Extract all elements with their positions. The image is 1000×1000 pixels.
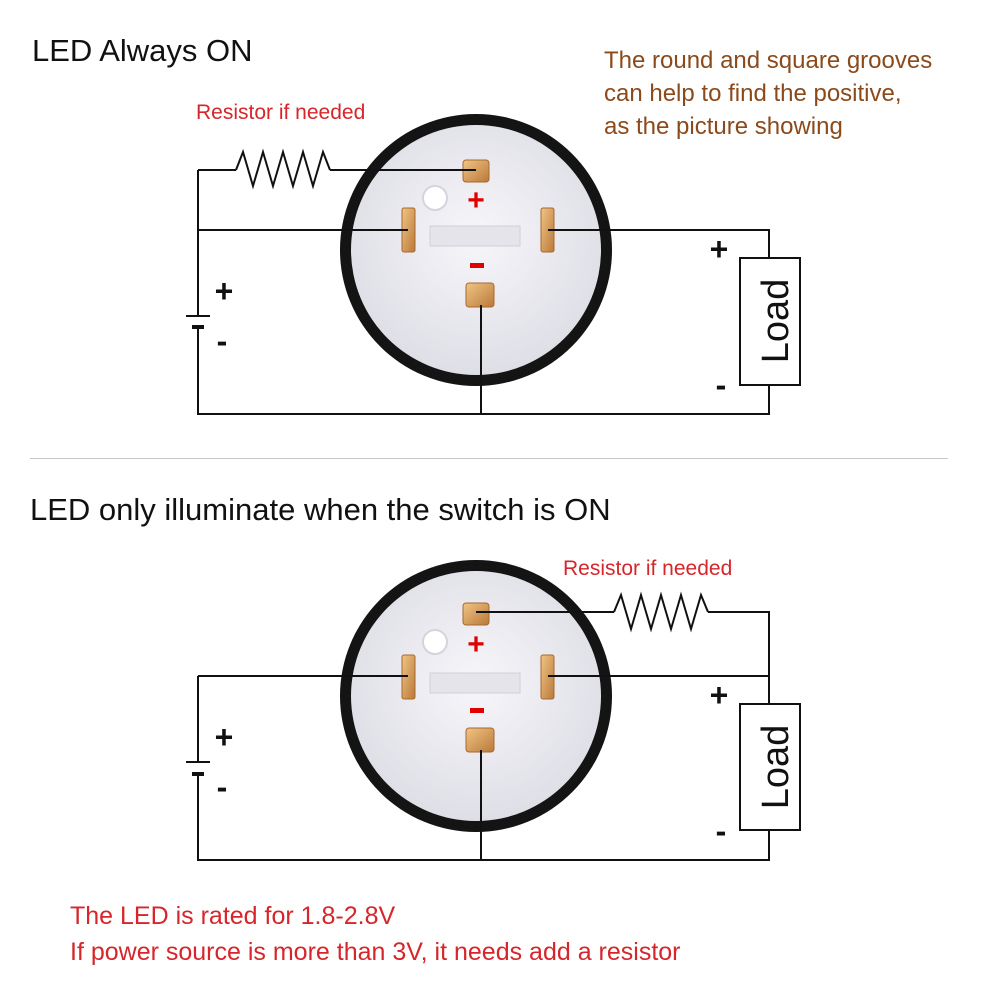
battery-top [186,315,210,329]
section-title-switch-on: LED only illuminate when the switch is O… [30,492,611,527]
battery-bottom [186,761,210,776]
groove-note-line-2: can help to find the positive, [604,80,902,107]
load-plus-top: + [710,231,729,267]
groove-note-line-3: as the picture showing [604,113,843,140]
wires-top [197,148,770,415]
voltage-warning-line-2: If power source is more than 3V, it need… [70,938,681,966]
load-label-top: Load [755,279,797,364]
terminal-led-minus-top [465,282,495,308]
voltage-warning: The LED is rated for 1.8-2.8V If power s… [70,898,681,970]
square-groove-bottom [429,672,521,694]
switch-body-bottom: + [340,560,612,832]
terminal-led-minus-bottom [465,727,495,753]
square-groove-top [429,225,521,247]
led-minus-mark-bottom [470,708,484,713]
load-plus-bottom: + [710,677,729,713]
led-plus-mark-top: + [467,184,485,217]
round-groove-top [422,185,448,211]
battery-minus-bottom: - [217,769,228,805]
load-box-top [739,257,801,386]
resistor-label-bottom: Resistor if needed [563,557,733,580]
groove-note: The round and square grooves can help to… [604,44,932,143]
battery-plus-bottom: + [215,719,234,755]
resistor-label-top: Resistor if needed [196,101,366,124]
switch-body-top: + [340,114,612,386]
terminal-led-plus-bottom [462,602,490,626]
battery-minus-top: - [217,323,228,359]
load-minus-bottom: - [716,813,727,849]
load-minus-top: - [716,367,727,403]
round-groove-bottom [422,629,448,655]
led-minus-mark-top [470,263,484,268]
groove-note-line-1: The round and square grooves [604,47,933,74]
resistor-bottom [613,591,709,633]
section-title-always-on: LED Always ON [32,33,253,68]
voltage-warning-line-1: The LED is rated for 1.8-2.8V [70,902,396,930]
diagram-switch-on: + + - Load + - [186,560,801,861]
led-plus-mark-bottom: + [467,628,485,661]
load-label-bottom: Load [755,725,797,810]
load-box-bottom [739,703,801,831]
resistor-top [235,148,331,190]
wires-bottom [197,591,770,861]
section-divider [30,458,948,459]
battery-plus-top: + [215,273,234,309]
diagram-always-on: + + - Load + - [186,114,801,415]
